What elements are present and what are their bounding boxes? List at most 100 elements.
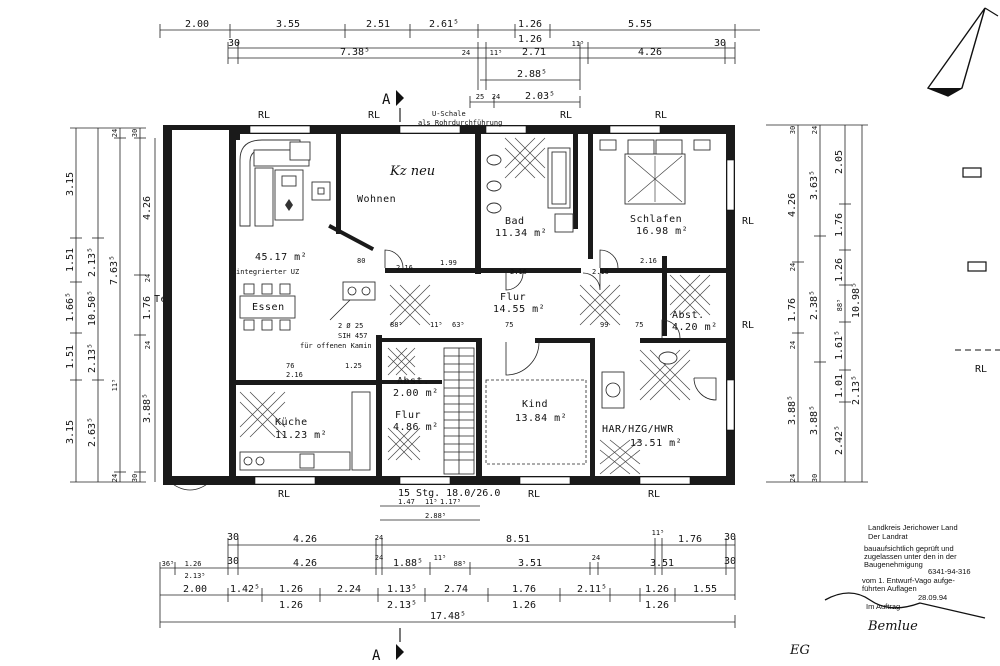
stair-dim-3: 1.17⁵ <box>440 498 461 506</box>
dim-bot-r3-2: 1.42⁵ <box>230 584 260 595</box>
rl-bottom-1: RL <box>278 489 290 500</box>
rl-top-4: RL <box>655 110 667 121</box>
dim-bot-r4-1: 1.26 <box>279 600 303 611</box>
dim-bot-r1-7: 30 <box>724 532 736 543</box>
dim-left-i4: 11⁵ <box>111 379 119 392</box>
dim-top-6: 5.55 <box>628 19 652 30</box>
dim-right-c2-1: 3.63⁵ <box>809 170 820 200</box>
kamin-note-2: SIH 457 <box>338 332 368 340</box>
dim-bot-r2-1: 36⁵ <box>162 560 175 568</box>
small-hall-label: Flur <box>395 410 421 421</box>
dim-right-t3: 24 <box>789 474 797 482</box>
dim-right-c1-2: 24 <box>789 263 797 271</box>
dim-bot-r2-5: 4.26 <box>293 558 317 569</box>
utility-label: HAR/HZG/HWR <box>602 424 674 435</box>
dim-bot-r3-10: 1.55 <box>693 584 717 595</box>
dim-left-j1: 4.26 <box>142 196 153 220</box>
section-label-bottom: A <box>372 648 381 664</box>
kz-note: Kz neu <box>389 164 435 179</box>
rl-top-1: RL <box>258 110 270 121</box>
dim-bot-r3-7: 1.76 <box>512 584 536 595</box>
hall-area: 14.55 m² <box>493 304 545 315</box>
dim-top-row4: 2.88⁵ <box>517 69 547 80</box>
dim-left-j5: 3.88⁵ <box>142 393 153 423</box>
dim-bot-r3-4: 2.24 <box>337 584 361 595</box>
dim-right-c3-5: 1.61⁵ <box>834 330 845 360</box>
door-dim-4: 2.16 <box>592 268 609 276</box>
windows: RL RL RL RL RL RL RL RL RL <box>249 110 754 500</box>
dim-bot-r3-6: 2.74 <box>444 584 468 595</box>
stamp-line-2: Der Landrat <box>868 532 909 541</box>
stamp-line-1: Landkreis Jerichower Land <box>868 523 958 532</box>
dim-top-r3-3: 24 <box>462 49 470 57</box>
dim-top-5: 1.26 <box>518 19 542 30</box>
dim-top-r3-1: 30 <box>228 38 240 49</box>
dim-top-3: 2.51 <box>366 19 390 30</box>
dim-top-r3-6: 11⁵ <box>572 40 585 48</box>
dim-bot-r2-8: 11⁵ <box>434 554 447 562</box>
door-dim-1: 2.16 <box>396 264 413 272</box>
kamin-note-3: für offenen Kamin <box>300 342 372 350</box>
dim-right-c2-3: 3.88⁵ <box>809 405 820 435</box>
door-dim-3: 2.16 <box>510 268 527 276</box>
dim-left-o4: 1.51 <box>65 345 76 369</box>
dim-top-r3-7: 4.26 <box>638 47 662 58</box>
door-dim-5: 88⁵ <box>390 321 403 329</box>
section-marker-top: A <box>382 90 404 122</box>
stamp-line-5: Baugenehmigung <box>864 560 923 569</box>
kamin-note-1: 2 Ø 25 <box>338 322 363 330</box>
dim-bot-r2-9: 88⁵ <box>454 560 467 568</box>
dim-left-i1: 24 <box>111 129 119 137</box>
small-hall-area: 4.86 m² <box>393 422 439 433</box>
door-dim-11: 80 <box>357 257 365 265</box>
dim-top-row2: 1.26 <box>518 34 542 45</box>
dim-bot-r1-3: 24 <box>375 534 383 542</box>
dim-left-m3: 2.13⁵ <box>87 343 98 373</box>
door-dim-2: 1.99 <box>440 259 457 267</box>
dim-right-c3-7: 2.42⁵ <box>834 425 845 455</box>
dim-right-c3-2: 1.76 <box>834 213 845 237</box>
dim-left-j3: 1.76 <box>142 296 153 320</box>
hallway: Flur 14.55 m² Abst. 4.20 m² 2.16 1.99 2.… <box>286 249 717 379</box>
dim-bot-r3-1: 2.00 <box>183 584 207 595</box>
stair-note: 15 Stg. 18.0/26.0 1.47 11⁵ 1.17⁵ 2.88⁵ <box>380 488 500 521</box>
dim-right-c3-3: 1.26 <box>834 258 845 282</box>
storage-right-label: Abst. <box>672 310 705 321</box>
bedroom: Schlafen 16.98 m² 2.16 <box>599 139 711 265</box>
dim-bot-r3-3: 1.26 <box>279 584 303 595</box>
dim-top-r5-1: 25 <box>476 93 484 101</box>
dim-bot-r2-10: 3.51 <box>518 558 542 569</box>
floor-label: EG <box>789 643 810 658</box>
child-room-label: Kind <box>522 399 548 410</box>
dim-right-c3-6: 1.01 <box>834 374 845 398</box>
rl-bottom-2: RL <box>528 489 540 500</box>
dim-left-o3: 1.66⁵ <box>65 292 76 322</box>
dim-right-c2-2: 2.38⁵ <box>809 290 820 320</box>
dim-bot-r2-11: 24 <box>592 554 600 562</box>
dim-bot-r1-6: 1.76 <box>678 534 702 545</box>
left-dimension-chains: 3.15 1.51 1.66⁵ 1.51 3.15 2.13⁵ 10.50⁵ 2… <box>65 127 153 483</box>
stamp-line-4: zugelassen unter den in der <box>864 552 957 561</box>
dim-right-t4: 30 <box>811 474 819 482</box>
dim-top-r3-8: 30 <box>714 38 726 49</box>
right-side-marks: RL <box>955 167 1000 375</box>
utility-area: 13.51 m² <box>630 438 682 449</box>
door-dim-13: 2.16 <box>286 371 303 379</box>
dim-top-2: 3.55 <box>276 19 300 30</box>
dim-left-i2: 30 <box>131 129 139 137</box>
door-dim-8: 75 <box>505 321 513 329</box>
living-room-label: Wohnen <box>357 194 396 205</box>
dim-left-o2: 1.51 <box>65 248 76 272</box>
dim-top-1: 2.00 <box>185 19 209 30</box>
dim-bot-r2-7: 1.88⁵ <box>393 558 423 569</box>
hall-label: Flur <box>500 292 526 303</box>
door-dim-12: 76 <box>286 362 294 370</box>
dim-right-c4-2: 2.13⁵ <box>851 375 862 405</box>
dim-left-o1: 3.15 <box>65 172 76 196</box>
child-room-area: 13.84 m² <box>515 413 567 424</box>
schale-note-2: als Rohrdurchführung <box>418 119 502 127</box>
dim-bot-r2-2: 1.26 <box>185 560 202 568</box>
rl-top-3: RL <box>560 110 572 121</box>
dim-top-r3-2: 7.38⁵ <box>340 47 370 58</box>
integ-note: integrierter UZ <box>236 268 299 276</box>
